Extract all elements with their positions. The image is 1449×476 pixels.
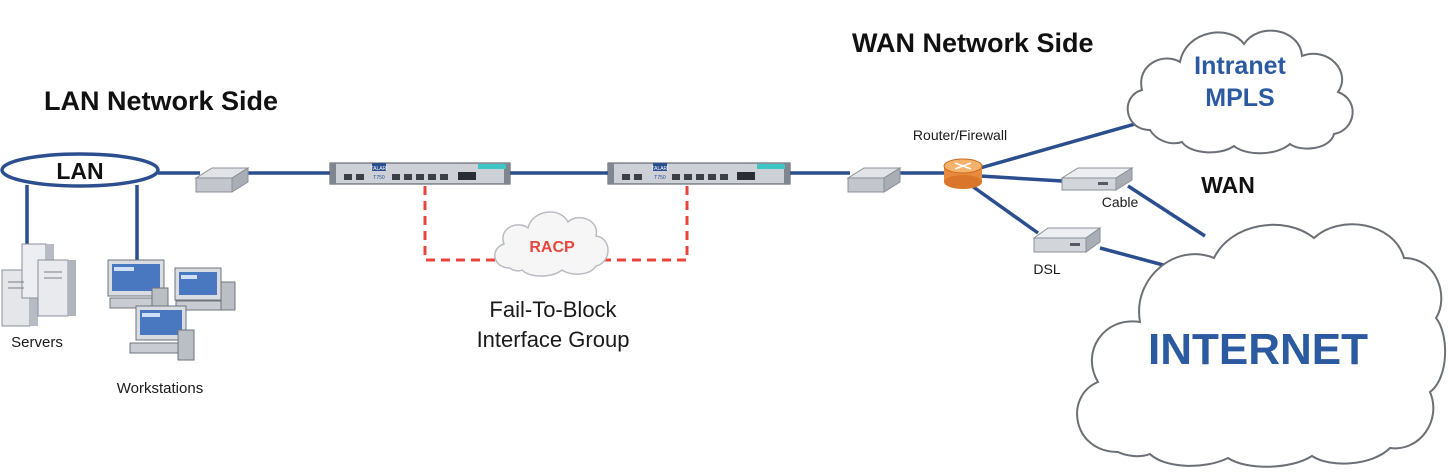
router-to-mpls-link [979, 120, 1143, 170]
dsl-modem-icon [1032, 227, 1102, 253]
racp-caption-line2: Interface Group [477, 327, 630, 352]
dsl-label: DSL [1033, 261, 1060, 277]
router-firewall-label: Router/Firewall [913, 127, 1007, 143]
lan-side-heading: LAN Network Side [44, 86, 278, 116]
racp-dashed-link [423, 186, 689, 262]
racp-label: RACP [529, 239, 575, 256]
network-links [25, 120, 1206, 272]
internet-cloud: INTERNET [1076, 223, 1446, 468]
router-to-dsl-link [970, 184, 1040, 235]
wan-side-heading: WAN Network Side [852, 28, 1094, 58]
appliance-2-brand: TALARI [651, 166, 668, 172]
cable-label: Cable [1102, 194, 1139, 210]
wan-label: WAN [1201, 172, 1255, 198]
cable-to-internet-link [1127, 184, 1206, 238]
appliance-2-model: T750 [654, 175, 666, 181]
servers-icon [1, 243, 76, 327]
cable-modem-icon [1060, 167, 1134, 191]
lan-switch-icon [194, 167, 250, 193]
router-firewall-icon [943, 158, 983, 189]
workstations-icon [107, 259, 236, 361]
racp-cloud: RACP [494, 211, 609, 277]
router-to-cable-link [979, 174, 1063, 183]
racp-caption-line1: Fail-To-Block [489, 297, 617, 322]
internet-label: INTERNET [1148, 325, 1368, 374]
appliance-1: TALARI T750 [329, 162, 511, 185]
lan-segment: LAN [0, 152, 160, 188]
intranet-label: Intranet [1194, 52, 1286, 80]
intranet-mpls-cloud: Intranet MPLS [1126, 29, 1354, 155]
mpls-label: MPLS [1205, 84, 1274, 112]
wan-switch-icon [846, 167, 902, 193]
workstations-label: Workstations [117, 380, 203, 397]
servers-label: Servers [11, 334, 63, 351]
lan-label: LAN [56, 158, 103, 184]
appliance-1-brand: TALARI [370, 166, 387, 172]
appliance-2: TALARI T750 [607, 162, 791, 185]
appliance-1-model: T750 [373, 175, 385, 181]
